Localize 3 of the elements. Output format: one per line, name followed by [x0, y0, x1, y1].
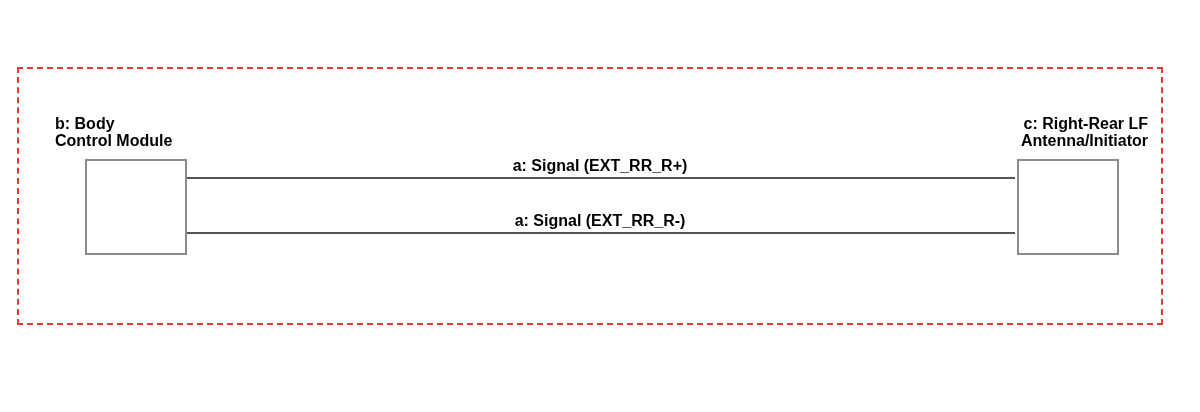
dashed-boundary	[17, 67, 1163, 325]
module-label: c: Right-Rear LF Antenna/Initiator	[1019, 115, 1148, 149]
module-label: b: Body Control Module	[55, 115, 174, 149]
